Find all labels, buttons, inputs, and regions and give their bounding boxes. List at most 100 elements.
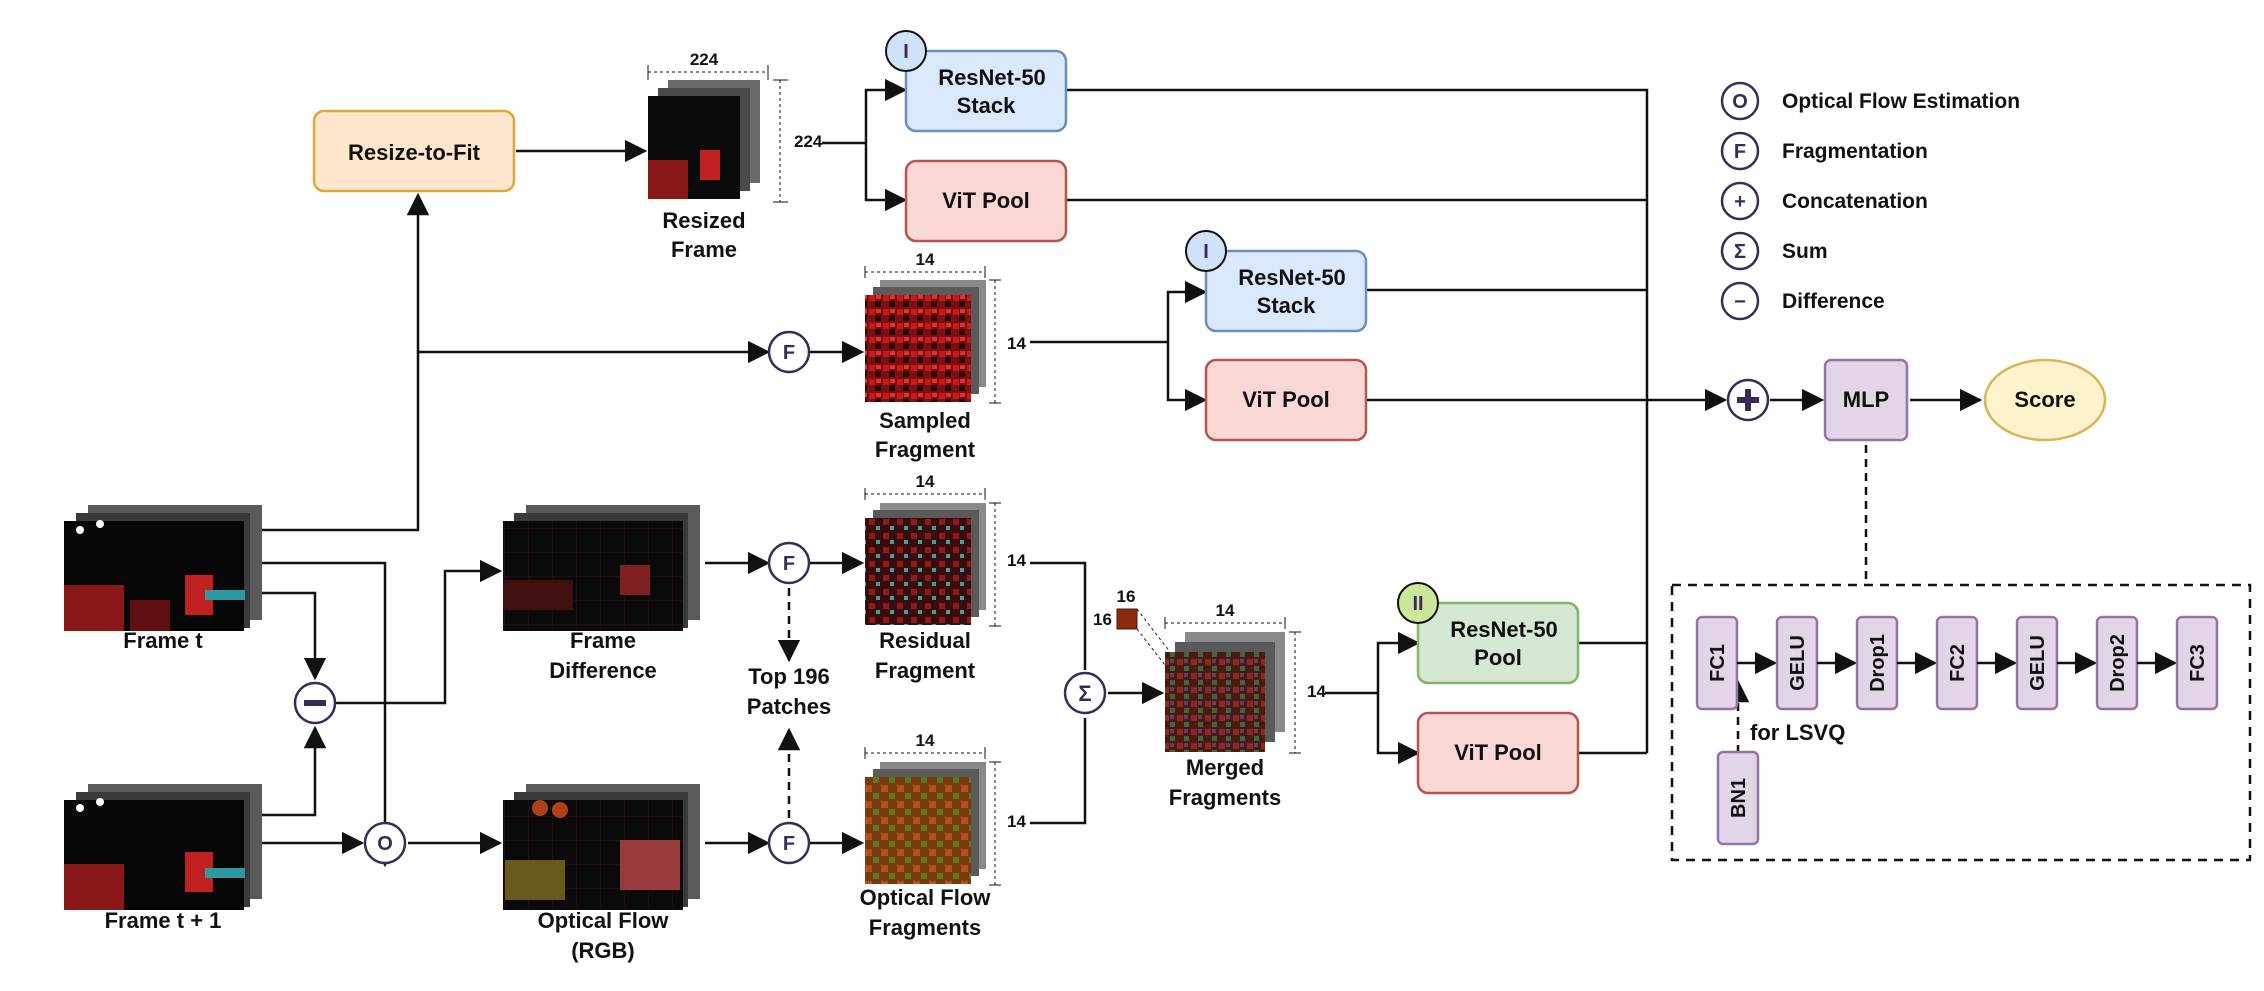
legend-symbol-circle <box>1720 81 1760 121</box>
badge-i-mid-label: I <box>1203 241 1209 263</box>
legend-symbol: F <box>1734 141 1746 163</box>
of-frag-label-1: Optical Flow <box>860 885 992 910</box>
dim-14-sampled-top: 14 <box>916 250 935 269</box>
vit-pool-top: ViT Pool <box>904 159 1068 243</box>
dim-14-merged-side: 14 <box>1307 682 1326 701</box>
frame-t1-label: Frame t + 1 <box>105 908 222 933</box>
dim-14-residual-side: 14 <box>1007 551 1026 570</box>
op-fragment-residual-label: F <box>783 553 795 575</box>
dim-14-merged-top: 14 <box>1216 601 1235 620</box>
mlp-layer: GELU <box>2015 615 2059 711</box>
op-fragment-sampled-label: F <box>783 342 795 364</box>
legend-item: +Concatenation <box>1720 181 1928 221</box>
mlp-layer: Drop2 <box>2095 615 2139 711</box>
badge-i-top: I <box>885 30 927 72</box>
mlp-layer: FC3 <box>2175 615 2219 711</box>
vit-pool-bottom-label: ViT Pool <box>1454 740 1542 765</box>
resnet-pool-label-2: Pool <box>1474 645 1522 670</box>
legend-symbol: − <box>1734 291 1746 313</box>
optical-flow-label-2: (RGB) <box>571 938 635 963</box>
resnet-stack-top: ResNet-50 Stack <box>904 49 1068 133</box>
for-lsvq-label: for LSVQ <box>1750 720 1845 745</box>
mlp-layer-label: FC1 <box>1707 644 1729 682</box>
badge-ii: II <box>1397 582 1439 624</box>
of-frag-label-2: Fragments <box>869 915 981 940</box>
mlp-layer-label: GELU <box>1787 635 1809 691</box>
sampled-dimension-markers <box>864 266 1001 404</box>
mlp-detail-panel <box>1670 583 2252 862</box>
badge-i-top-label: I <box>903 41 909 63</box>
legend-symbol-circle <box>1720 131 1760 171</box>
residual-label-2: Fragment <box>875 658 976 683</box>
op-optical-flow: O <box>363 821 407 865</box>
resnet-stack-mid-label-1: ResNet-50 <box>1238 265 1346 290</box>
sampled-fragment-image <box>865 280 986 402</box>
optical-flow-label-1: Optical Flow <box>538 908 670 933</box>
legend-symbol: O <box>1732 91 1748 113</box>
dim-14-sampled-side: 14 <box>1007 334 1026 353</box>
resized-label-1: Resized <box>662 208 745 233</box>
optical-flow-image <box>503 784 700 910</box>
badge-ii-label: II <box>1412 593 1423 615</box>
legend-symbol-circle <box>1720 281 1760 321</box>
resnet-stack-mid: ResNet-50 Stack <box>1204 249 1368 333</box>
dim-224-side: 224 <box>794 132 823 151</box>
mlp-layer: FC2 <box>1935 615 1979 711</box>
legend-label: Sum <box>1782 240 1828 263</box>
frame-diff-label-1: Frame <box>570 628 636 653</box>
score-ellipse: Score <box>1983 358 2107 442</box>
op-optical-flow-label: O <box>377 833 393 855</box>
mlp-layer-label: Drop2 <box>2107 634 2129 692</box>
bn1-label: BN1 <box>1728 778 1750 818</box>
resize-to-fit-box: Resize-to-Fit <box>312 109 516 193</box>
resized-frame-image <box>648 80 760 199</box>
merged-label-2: Fragments <box>1169 785 1281 810</box>
merged-fragments-image <box>1116 608 1285 752</box>
mlp-layer: GELU <box>1775 615 1819 711</box>
resnet-stack-top-label-1: ResNet-50 <box>938 65 1046 90</box>
op-fragment-sampled: F <box>767 330 811 374</box>
resize-to-fit-label: Resize-to-Fit <box>348 140 481 165</box>
optical-flow-fragments-image <box>865 762 986 884</box>
legend-item: Σ Sum <box>1720 231 1828 271</box>
op-difference <box>293 681 337 725</box>
merged-dimension-markers <box>1164 617 1301 754</box>
mlp-layer-box <box>2175 615 2219 711</box>
mlp-layer-label: GELU <box>2027 635 2049 691</box>
merged-label-1: Merged <box>1186 755 1264 780</box>
mlp-layer-label: Drop1 <box>1867 634 1889 692</box>
frame-difference-image <box>503 505 700 631</box>
legend-symbol-circle <box>1720 181 1760 221</box>
frame-diff-label-2: Difference <box>549 658 657 683</box>
mlp-layer-label: FC2 <box>1947 644 1969 682</box>
badge-i-mid: I <box>1185 230 1227 272</box>
score-label: Score <box>2014 387 2075 412</box>
frame-t-image <box>64 505 262 631</box>
resized-dimension-markers <box>647 65 788 203</box>
of-dimension-markers <box>864 747 1001 886</box>
residual-dimension-markers <box>864 488 1001 627</box>
legend-label: Difference <box>1782 290 1885 313</box>
mlp-layers: FC1 GELU Drop1 FC2 GELU Drop2 FC3 <box>1695 615 2219 711</box>
legend-label: Optical Flow Estimation <box>1782 90 2020 113</box>
top196-label-1: Top 196 <box>748 664 830 689</box>
mlp-label: MLP <box>1843 387 1889 412</box>
legend-item: O Optical Flow Estimation <box>1720 81 2020 121</box>
op-sum-label: Σ <box>1078 681 1091 706</box>
mlp-layer: FC1 <box>1695 615 1739 711</box>
sampled-label-2: Fragment <box>875 437 976 462</box>
legend-symbol: Σ <box>1734 241 1746 263</box>
vit-pool-mid: ViT Pool <box>1204 358 1368 442</box>
frame-t-label: Frame t <box>123 628 203 653</box>
mlp-layer: Drop1 <box>1855 615 1899 711</box>
legend-item: − Difference <box>1720 281 1885 321</box>
dim-16-side: 16 <box>1093 610 1112 629</box>
residual-fragment-image <box>865 503 986 625</box>
frame-t1-image <box>64 784 262 910</box>
connectors <box>262 78 1983 868</box>
op-fragment-of-label: F <box>783 833 795 855</box>
dim-16-top: 16 <box>1117 587 1136 606</box>
legend-label: Concatenation <box>1782 190 1928 213</box>
